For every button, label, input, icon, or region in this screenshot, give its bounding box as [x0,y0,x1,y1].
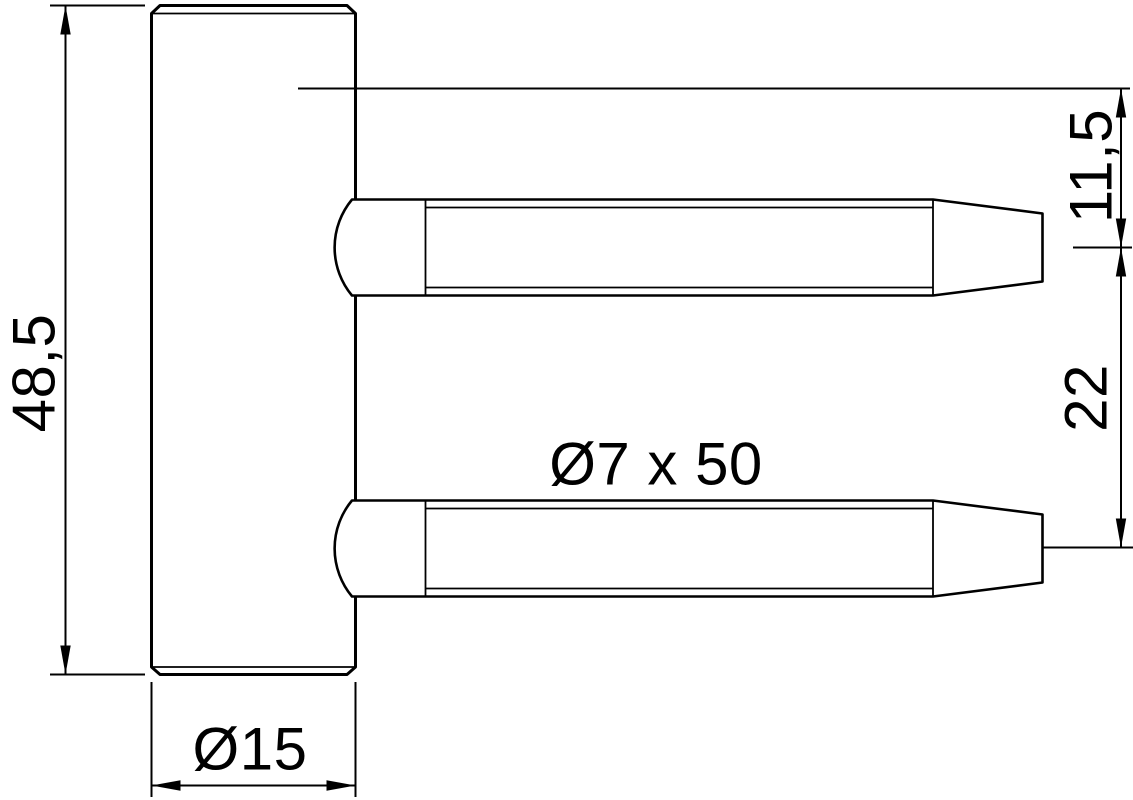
dimension-label-pin-size: Ø7 x 50 [549,431,763,498]
dimension-label-top-pin-offset: 11,5 [1058,109,1125,223]
dimension-body-diameter: Ø15 [150,682,357,797]
dimension-label-overall-height: 48,5 [1,314,68,433]
body-outline [150,4,357,676]
dimension-top-pin-offset: 11,5 [1058,88,1132,249]
top-pin [333,198,1044,297]
bottom-pin [333,499,1044,598]
dimension-label-pin-spacing: 22 [1053,364,1120,432]
dimension-pin-spacing: 22 [1043,247,1133,549]
dimension-overall-height: 48,5 [1,4,145,676]
dimension-label-body-diameter: Ø15 [193,716,308,783]
top-pin-outline [333,198,1044,297]
hinge-body [150,4,357,676]
bottom-pin-outline [333,499,1044,598]
